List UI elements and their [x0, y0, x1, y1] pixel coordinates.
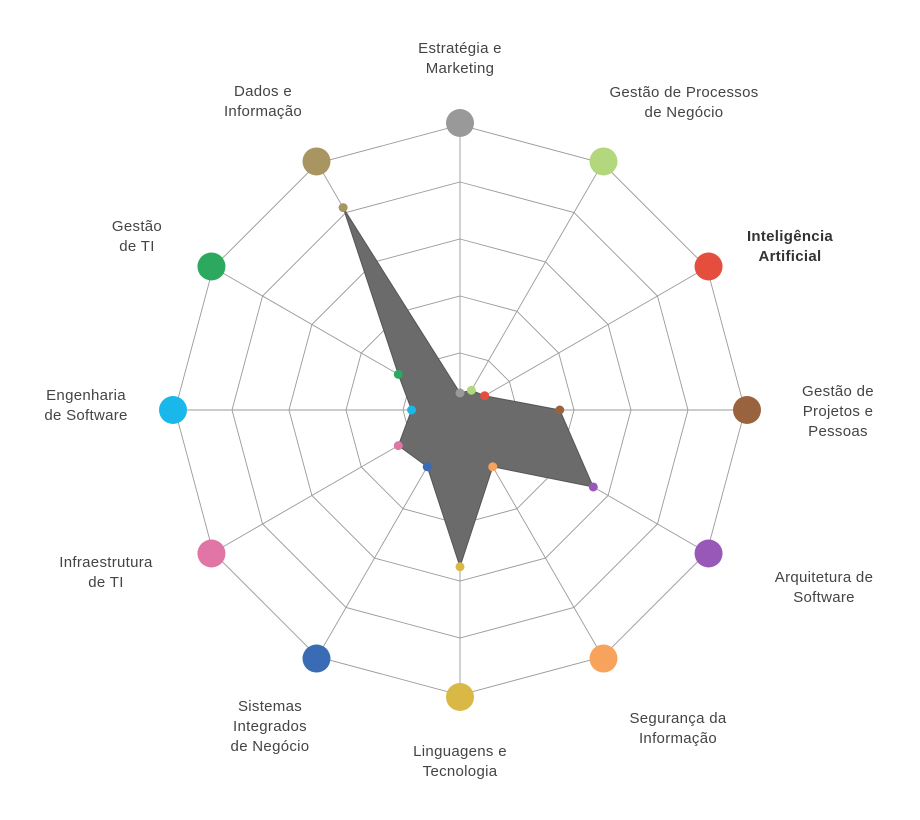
axis-label-11-line-1: Informação [224, 103, 302, 120]
axis-label-10-line-0: Gestão [112, 218, 162, 235]
axis-label-11-line-0: Dados e [234, 83, 292, 100]
data-point-5 [488, 462, 498, 472]
axis-label-6-line-0: Linguagens e [413, 743, 507, 760]
axis-marker-0 [446, 109, 474, 137]
data-point-7 [422, 462, 432, 472]
axis-label-7-line-1: Integrados [233, 718, 307, 735]
data-point-4 [588, 482, 598, 492]
axis-label-7-line-0: Sistemas [238, 698, 302, 715]
axis-label-5: Segurança da Informação [629, 710, 726, 747]
axis-label-8: Infraestrutura de TI [59, 554, 153, 591]
data-point-3 [555, 405, 565, 415]
axis-marker-4 [694, 539, 723, 568]
axis-label-0-line-0: Estratégia e [418, 40, 502, 57]
axis-label-0: Estratégia e Marketing [418, 40, 502, 77]
axis-label-3: Gestão de Projetos e Pessoas [802, 383, 874, 440]
axis-label-11: Dados e Informação [224, 83, 302, 120]
axis-marker-5 [589, 644, 618, 673]
axis-label-10: Gestão de TI [112, 218, 162, 255]
axis-label-7-line-2: de Negócio [231, 738, 310, 755]
data-point-2 [480, 391, 490, 401]
axis-marker-2 [694, 252, 723, 281]
axis-label-3-line-1: Projetos e [803, 403, 874, 420]
spoke-1 [459, 162, 603, 411]
radar-data-points [338, 203, 598, 572]
axis-label-3-line-2: Pessoas [808, 423, 868, 440]
axis-label-5-line-1: Informação [639, 730, 717, 747]
axis-marker-1 [589, 147, 618, 176]
axis-marker-7 [302, 644, 331, 673]
axis-label-1-line-0: Gestão de Processos [609, 84, 758, 101]
axis-label-5-line-0: Segurança da [629, 710, 726, 727]
data-point-9 [407, 405, 417, 415]
axis-label-1-line-1: de Negócio [645, 104, 724, 121]
axis-marker-3 [733, 396, 761, 424]
axis-label-6-line-1: Tecnologia [423, 763, 498, 780]
axis-marker-11 [302, 147, 331, 176]
data-point-6 [455, 562, 465, 572]
axis-label-1: Gestão de Processos de Negócio [609, 84, 758, 121]
axis-label-2-line-0: Inteligência [747, 228, 833, 245]
axis-label-8-line-0: Infraestrutura [59, 554, 153, 571]
data-point-1 [466, 385, 476, 395]
axis-label-2-line-1: Artificial [758, 248, 821, 265]
data-point-11 [338, 203, 348, 213]
axis-label-10-line-1: de TI [119, 238, 154, 255]
axis-marker-8 [197, 539, 226, 568]
axis-label-4: Arquitetura de Software [775, 569, 873, 606]
axis-label-8-line-1: de TI [88, 574, 123, 591]
spoke-2 [459, 267, 708, 411]
axis-label-9-line-0: Engenharia [46, 387, 126, 404]
data-point-8 [393, 441, 403, 451]
axis-label-0-line-1: Marketing [426, 60, 495, 77]
data-point-10 [393, 369, 403, 379]
axis-label-3-line-0: Gestão de [802, 383, 874, 400]
axis-marker-6 [446, 683, 474, 711]
axis-marker-9 [159, 396, 187, 424]
axis-label-9-line-1: de Software [44, 407, 127, 424]
axis-label-4-line-1: Software [793, 589, 855, 606]
axis-label-4-line-0: Arquitetura de [775, 569, 873, 586]
axis-label-9: Engenharia de Software [44, 387, 127, 424]
radar-axis-markers [159, 109, 761, 711]
axis-marker-10 [197, 252, 226, 281]
axis-label-6: Linguagens e Tecnologia [413, 743, 507, 780]
data-point-0 [455, 388, 465, 398]
